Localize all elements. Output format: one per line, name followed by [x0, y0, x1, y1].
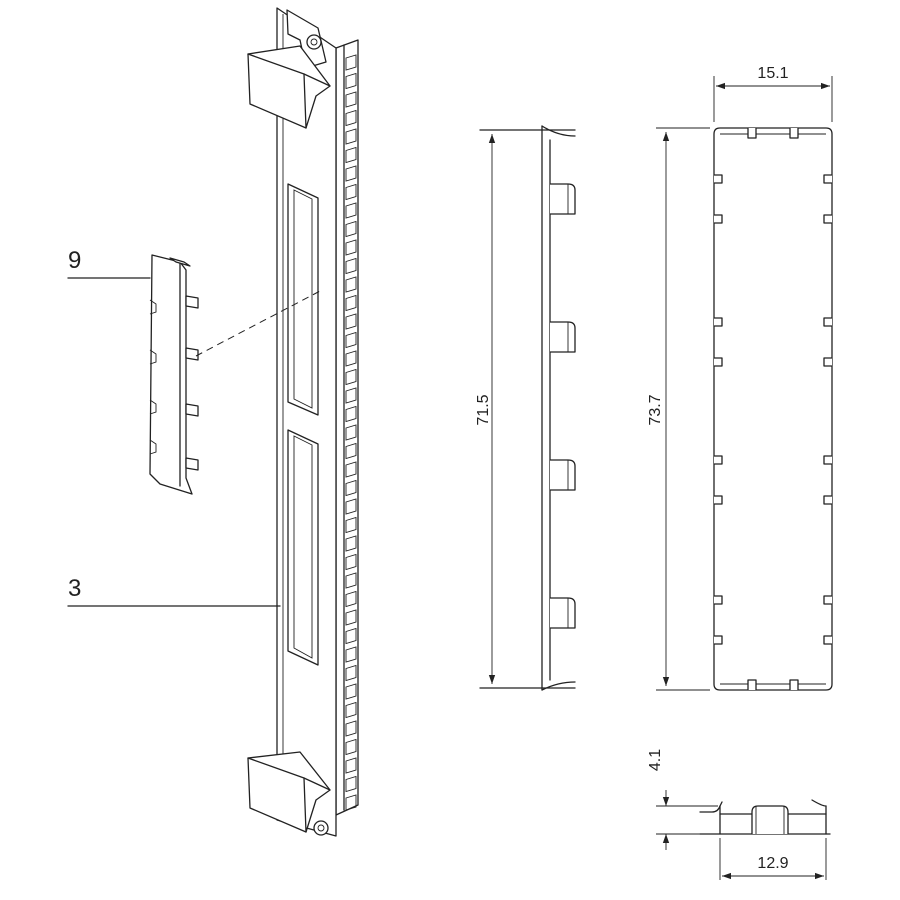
comb-tooth	[345, 294, 357, 312]
comb-tooth	[345, 146, 357, 164]
side-tab	[550, 321, 576, 353]
callout-9: 9	[68, 247, 81, 274]
carrier-isometric-view	[247, 7, 359, 837]
comb-tooth	[345, 535, 357, 552]
comb-tooth	[345, 239, 357, 256]
comb-tooth	[345, 664, 357, 682]
comb-tooth	[345, 91, 357, 108]
comb-tooth	[345, 757, 357, 774]
bottom-handle	[247, 751, 331, 836]
comb-tooth	[345, 257, 357, 275]
dimension-73-7: 73.7	[647, 394, 664, 425]
comb-tooth	[345, 313, 357, 330]
top-handle	[247, 9, 331, 129]
side-notch	[714, 495, 723, 505]
side-notch	[823, 317, 832, 327]
comb-tooth	[345, 183, 357, 201]
comb-tooth	[345, 461, 357, 478]
comb-tooth	[345, 646, 357, 663]
comb-tooth	[345, 516, 357, 534]
side-tab	[550, 183, 576, 215]
upper-window	[287, 183, 319, 416]
comb-tooth	[345, 479, 357, 497]
bottom-view	[699, 799, 831, 835]
comb-tooth	[345, 720, 357, 737]
dimension-15-1: 15.1	[757, 65, 788, 82]
comb-tooth	[345, 220, 357, 238]
side-notch	[714, 357, 723, 367]
comb-tooth	[345, 350, 357, 367]
comb-tooth	[345, 590, 357, 608]
side-view	[479, 125, 576, 691]
comb-tooth	[345, 442, 357, 460]
lower-window	[287, 429, 319, 666]
side-notch	[823, 174, 832, 184]
comb-tooth	[345, 165, 357, 182]
front-plate	[276, 7, 337, 837]
comb-tooth	[345, 72, 357, 90]
side-notch	[714, 455, 723, 465]
comb-tooth	[345, 498, 357, 515]
comb-tooth	[345, 775, 357, 793]
comb-tooth	[345, 701, 357, 719]
side-notch	[823, 455, 832, 465]
side-notch	[823, 495, 832, 505]
dimension-4-1: 4.1	[647, 749, 664, 771]
callout-3: 3	[68, 575, 81, 602]
side-notch	[714, 595, 723, 605]
comb-strip	[335, 39, 359, 816]
clip-part-9	[149, 254, 199, 495]
side-notch	[714, 214, 723, 224]
side-notch	[714, 317, 723, 327]
front-view	[713, 127, 833, 691]
comb-tooth	[345, 109, 357, 127]
comb-tooth	[345, 331, 357, 349]
comb-tooth	[345, 794, 357, 811]
comb-tooth	[345, 54, 357, 71]
comb-tooth	[345, 202, 357, 219]
dimension-71-5: 71.5	[475, 394, 492, 425]
comb-tooth	[345, 553, 357, 571]
side-notch	[823, 357, 832, 367]
side-notch	[823, 635, 832, 645]
comb-tooth	[345, 627, 357, 645]
comb-tooth	[345, 609, 357, 626]
dimension-12-9: 12.9	[757, 855, 788, 872]
comb-tooth	[345, 683, 357, 700]
comb-tooth	[345, 368, 357, 386]
comb-tooth	[345, 128, 357, 145]
comb-tooth	[345, 424, 357, 441]
side-notch	[714, 174, 723, 184]
side-notch	[714, 635, 723, 645]
comb-tooth	[345, 387, 357, 404]
side-notch	[823, 595, 832, 605]
comb-tooth	[345, 572, 357, 589]
side-notch	[823, 214, 832, 224]
comb-tooth	[345, 276, 357, 293]
side-tab	[550, 459, 576, 491]
comb-tooth	[345, 738, 357, 756]
comb-tooth	[345, 405, 357, 423]
side-tab	[550, 597, 576, 629]
